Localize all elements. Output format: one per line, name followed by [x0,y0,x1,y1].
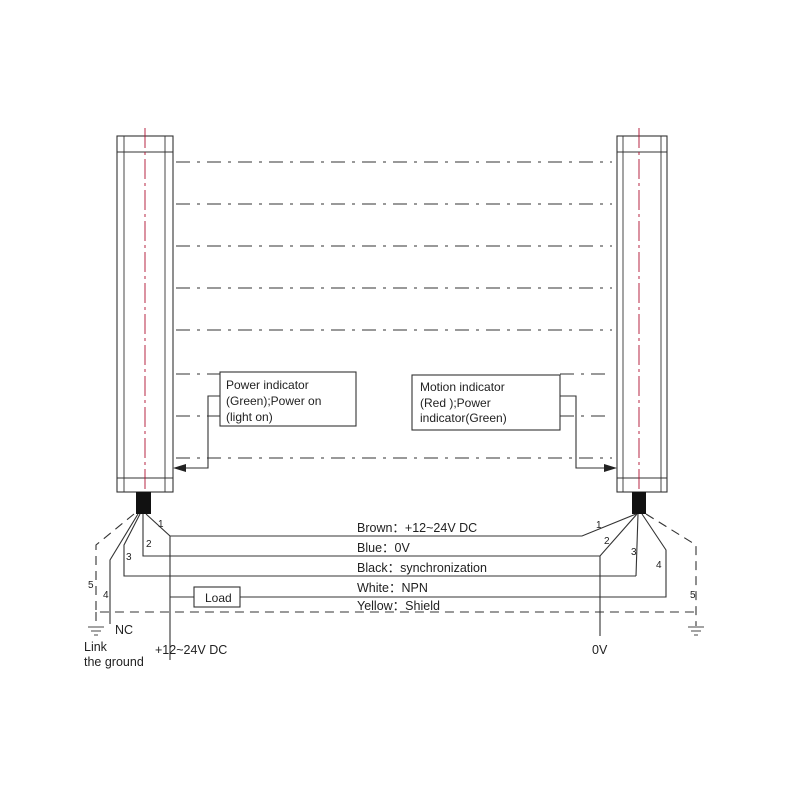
ground-symbol-left [88,626,104,636]
pin-number: 3 [631,547,637,558]
wire-label-yellow: Yellow：Shield [357,599,440,613]
wire-label-blue: Blue：0V [357,541,410,555]
motion-indicator-line-3: indicator(Green) [420,411,507,425]
power-indicator-line-3: (light on) [226,410,273,424]
terminal-labels: NC Link the ground +12~24V DC 0V [84,623,608,669]
power-indicator-line-1: Power indicator [226,378,309,392]
receiver-bar [616,128,668,514]
receiver-wiring [170,513,704,636]
emitter-bar [116,128,174,514]
arrow-left-icon [173,464,186,472]
emitter-wiring [88,513,700,660]
pin-number: 5 [88,580,94,591]
wire-labels: Brown：+12~24V DC Blue：0V Black：synchroni… [357,521,487,613]
power-indicator-line-2: (Green);Power on [226,394,321,408]
pin-number: 1 [596,520,602,531]
link-ground-label-2: the ground [84,655,144,669]
wire-label-white: White：NPN [357,581,428,595]
pin-number: 2 [604,536,610,547]
power-indicator-callout: Power indicator (Green);Power on (light … [173,371,357,472]
load-label: Load [205,591,232,605]
pin-number: 3 [126,552,132,563]
wire-label-black: Black：synchronization [357,561,487,575]
pin-number: 5 [690,590,696,601]
link-ground-label-1: Link [84,640,108,654]
light-beams [176,161,612,459]
supply-voltage-label: +12~24V DC [155,643,227,657]
emitter-pin-numbers: 1 2 3 4 5 [88,519,164,601]
arrow-right-icon [604,464,617,472]
ground-symbol-right [688,626,704,636]
receiver-connector [632,492,646,514]
load-box: Load [170,586,241,608]
pin-number: 1 [158,519,164,530]
motion-indicator-line-1: Motion indicator [420,380,505,394]
zero-volt-label: 0V [592,643,608,657]
motion-indicator-line-2: (Red );Power [420,396,491,410]
pin-number: 2 [146,539,152,550]
nc-label: NC [115,623,133,637]
pin-number: 4 [103,590,109,601]
emitter-connector [136,492,151,514]
motion-indicator-callout: Motion indicator (Red );Power indicator(… [411,374,617,472]
wire-label-brown: Brown：+12~24V DC [357,521,477,535]
receiver-pin-numbers: 1 2 3 4 5 [596,520,696,601]
pin-number: 4 [656,560,662,571]
